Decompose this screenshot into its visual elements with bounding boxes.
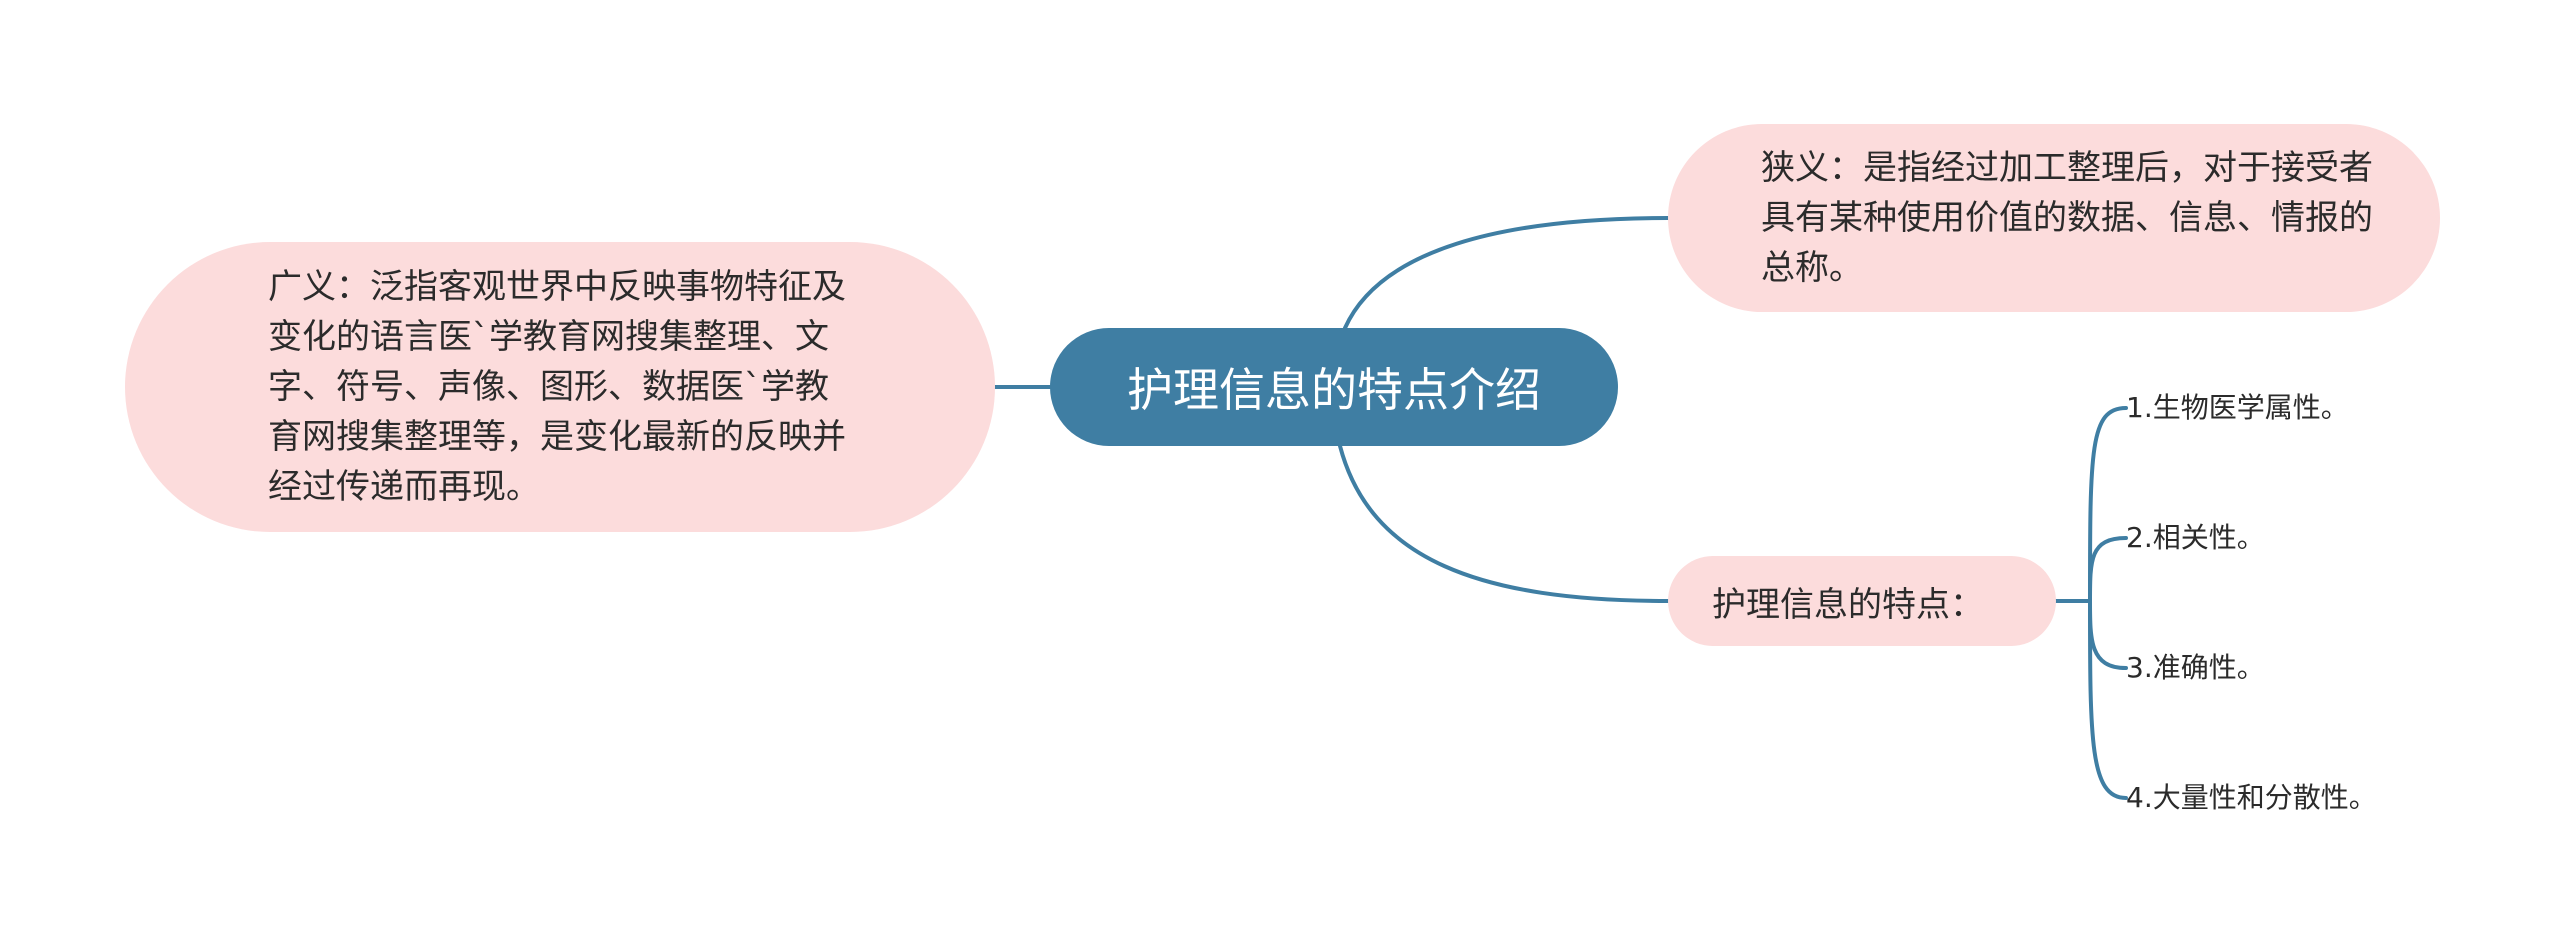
- feature-item-4[interactable]: 4.大量性和分散性。: [2126, 781, 2377, 814]
- broad-definition-text: 广义：泛指客观世界中反映事物特征及变化的语言医`学教育网搜集整理、文字、符号、声…: [268, 267, 846, 507]
- features-node[interactable]: 护理信息的特点：: [1668, 556, 2056, 646]
- features-label: 护理信息的特点：: [1712, 584, 1984, 625]
- broad-definition-node[interactable]: 广义：泛指客观世界中反映事物特征及变化的语言医`学教育网搜集整理、文字、符号、声…: [125, 242, 995, 532]
- feature-item-1[interactable]: 1.生物医学属性。: [2126, 391, 2349, 424]
- bracket-to-item-1: [2088, 406, 2128, 603]
- bracket-to-item-4: [2088, 599, 2128, 800]
- narrow-definition-text: 狭义：是指经过加工整理后，对于接受者具有某种使用价值的数据、信息、情报的总称。: [1761, 148, 2373, 288]
- narrow-definition-node[interactable]: 狭义：是指经过加工整理后，对于接受者具有某种使用价值的数据、信息、情报的总称。: [1668, 124, 2440, 312]
- feature-item-2[interactable]: 2.相关性。: [2126, 521, 2265, 554]
- bracket-to-item-3: [2088, 599, 2128, 670]
- root-topic-label: 护理信息的特点介绍: [1127, 363, 1541, 417]
- feature-item-3[interactable]: 3.准确性。: [2126, 651, 2265, 684]
- connector-root-to-narrow: [1343, 216, 1670, 330]
- root-topic-node[interactable]: 护理信息的特点介绍: [1050, 328, 1618, 446]
- connector-root-to-features: [1338, 444, 1670, 603]
- bracket-to-item-2: [2088, 536, 2128, 603]
